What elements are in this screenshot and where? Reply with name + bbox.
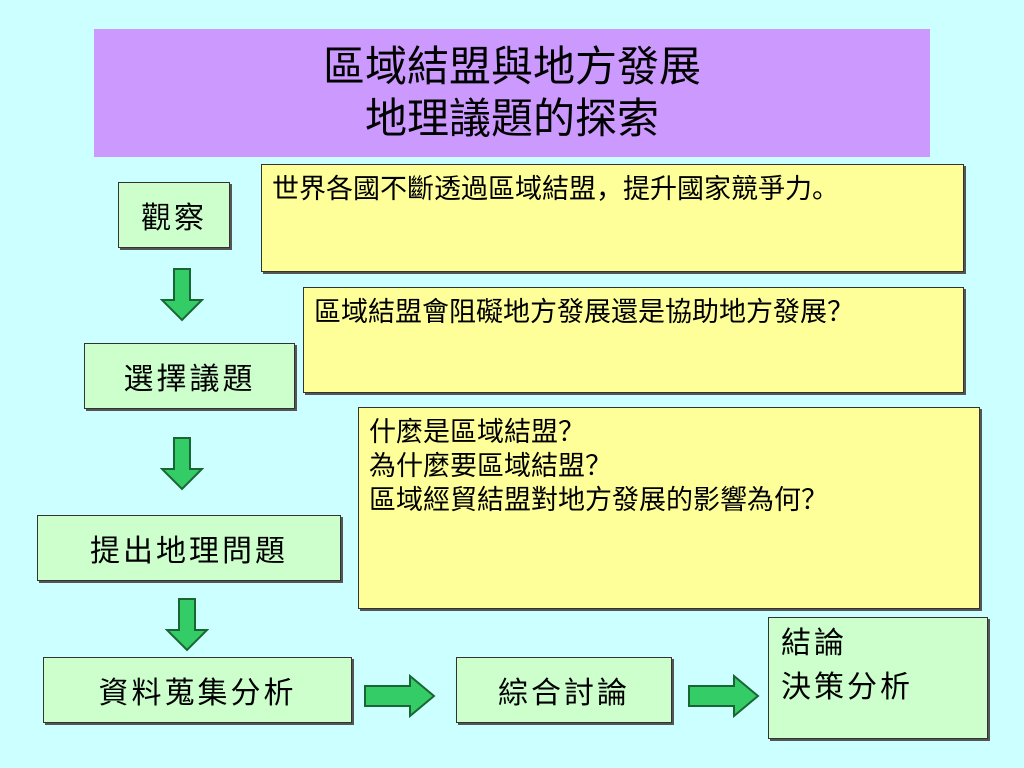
note-questions: 什麼是區域結盟？ 為什麼要區域結盟？ 區域經貿結盟對地方發展的影響為何？ <box>358 407 980 609</box>
title-line-2: 地理議題的探索 <box>364 94 659 143</box>
right-arrow-icon <box>688 674 760 718</box>
page-title: 區域結盟與地方發展 地理議題的探索 <box>94 29 930 157</box>
step-collect-data: 資料蒐集分析 <box>43 657 352 723</box>
question-item: 區域經貿結盟對地方發展的影響為何？ <box>369 485 828 516</box>
note-issue-text: 區域結盟會阻礙地方發展還是協助地方發展？ <box>314 297 854 328</box>
down-arrow-icon <box>160 268 204 322</box>
down-arrow-icon <box>160 437 204 491</box>
conclusion-line-2: 決策分析 <box>781 670 913 705</box>
question-item: 為什麼要區域結盟？ <box>369 451 612 482</box>
down-arrow-icon <box>165 598 209 652</box>
note-observation-text: 世界各國不斷透過區域結盟，提升國家競爭力。 <box>272 174 839 205</box>
conclusion-line-1: 結論 <box>781 626 847 661</box>
step-conclusion: 結論 決策分析 <box>768 617 988 739</box>
note-issue: 區域結盟會阻礙地方發展還是協助地方發展？ <box>303 287 964 393</box>
step-observe: 觀察 <box>118 182 230 248</box>
question-item: 什麼是區域結盟？ <box>369 417 585 448</box>
title-line-1: 區域結盟與地方發展 <box>322 42 701 91</box>
right-arrow-icon <box>364 674 436 718</box>
step-discuss: 綜合討論 <box>456 657 672 723</box>
step-select-issue: 選擇議題 <box>84 343 295 409</box>
note-observation: 世界各國不斷透過區域結盟，提升國家競爭力。 <box>261 164 964 272</box>
step-ask-question: 提出地理問題 <box>37 515 341 581</box>
